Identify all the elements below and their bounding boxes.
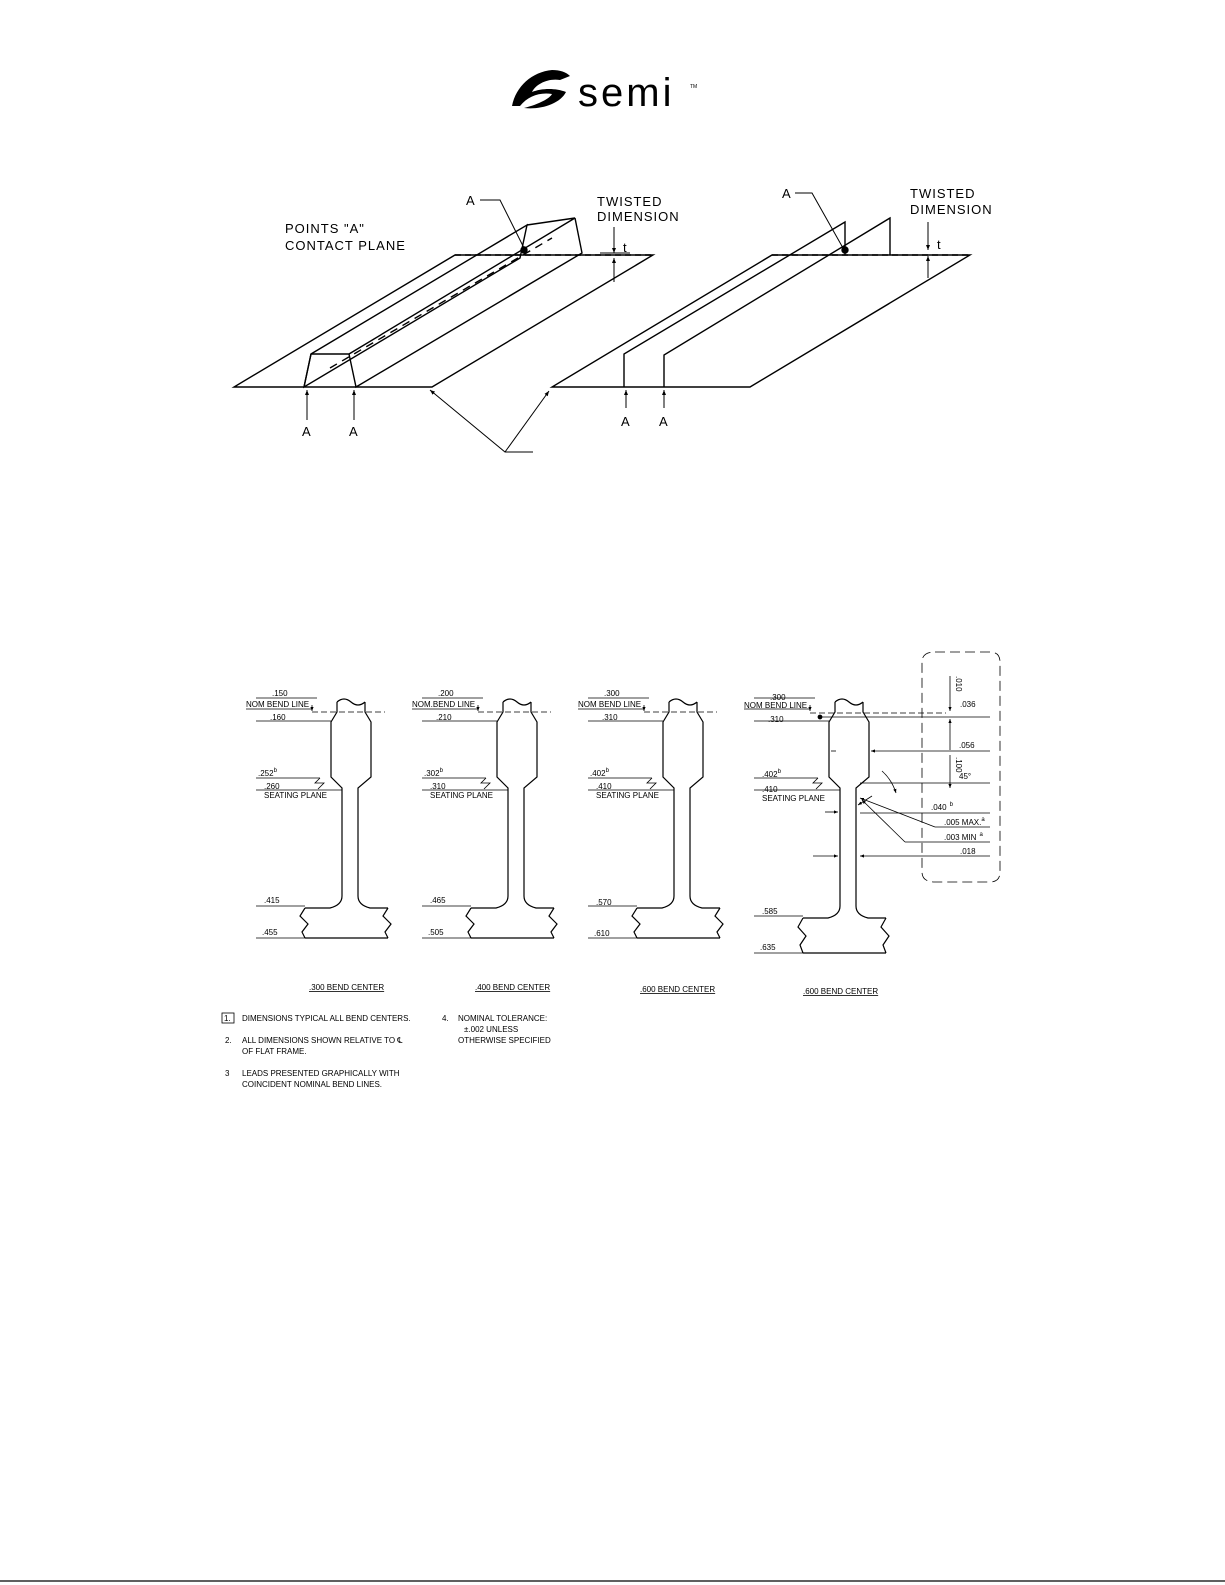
dim-text: .300 (604, 689, 620, 698)
lead-profile-300: .150 NOM BEND LINE .160 .252b .260 SEATI… (246, 689, 392, 992)
dim-text: .160 (270, 713, 286, 722)
note-number: 2. (225, 1036, 232, 1045)
twisted-dimension-figure (231, 192, 973, 453)
dim-018: .018 (960, 847, 976, 856)
t-label-left: t (623, 240, 628, 255)
t-label-right: t (937, 237, 942, 252)
note-text: OTHERWISE SPECIFIED (458, 1036, 551, 1045)
semi-logo: semi TM (512, 70, 697, 115)
dim-text: .455 (262, 928, 278, 937)
twisted-label-left-line2: DIMENSION (597, 209, 680, 224)
dim-text: .260 (264, 782, 280, 791)
dim-text: .402b (762, 769, 782, 779)
dim-005-max: .005 MAX.a (944, 817, 985, 827)
dim-text: .402b (590, 768, 610, 778)
dim-text: .310 (768, 715, 784, 724)
note-text: NOMINAL TOLERANCE: (458, 1014, 547, 1023)
dim-text: .210 (436, 713, 452, 722)
dim-056: .056 (959, 741, 975, 750)
bend-center-caption: .600 BEND CENTER (640, 985, 715, 994)
drawing-notes: 1. DIMENSIONS TYPICAL ALL BEND CENTERS. … (221, 1012, 551, 1089)
dim-text: .302b (424, 768, 444, 778)
top-figure-labels: POINTS "A" CONTACT PLANE TWISTED DIMENSI… (285, 186, 993, 439)
note-number: 3 (225, 1069, 230, 1078)
semi-logo-text: semi (578, 71, 674, 115)
seating-plane-label: SEATING PLANE (430, 791, 493, 800)
dim-text: .585 (762, 907, 778, 916)
nom-bend-line-label: NOM.BEND LINE (412, 700, 475, 709)
dim-text: .310 (602, 713, 618, 722)
seating-plane-label: SEATING PLANE (264, 791, 327, 800)
dim-010: .010 (954, 676, 963, 692)
dim-text: .415 (264, 896, 280, 905)
lead-profile-600b: .300 NOM BEND LINE .310 .402b .410 SEATI… (744, 651, 1001, 996)
note-text: ALL DIMENSIONS SHOWN RELATIVE TO ℄ (242, 1036, 403, 1045)
dim-text: .635 (760, 943, 776, 952)
dim-text: .252b (258, 768, 278, 778)
dim-text: .310 (430, 782, 446, 791)
note-number: 1. (224, 1014, 231, 1023)
contact-plane-label-line2: CONTACT PLANE (285, 238, 406, 253)
note-text: ±.002 UNLESS (464, 1025, 518, 1034)
dim-text: .610 (594, 929, 610, 938)
twisted-label-right-line2: DIMENSION (910, 202, 993, 217)
point-a-label: A (782, 186, 792, 201)
dim-text: .570 (596, 898, 612, 907)
note-number: 4. (442, 1014, 449, 1023)
point-a-label: A (466, 193, 476, 208)
note-text: DIMENSIONS TYPICAL ALL BEND CENTERS. (242, 1014, 411, 1023)
dim-text: .150 (272, 689, 288, 698)
seating-plane-label: SEATING PLANE (762, 794, 825, 803)
point-a-label: A (302, 424, 312, 439)
dim-text: .410 (762, 785, 778, 794)
nom-bend-line-label: NOM BEND LINE (744, 701, 807, 710)
dim-45-angle: 45° (959, 772, 971, 781)
bend-center-caption: .300 BEND CENTER (309, 983, 384, 992)
lead-profile-400: .200 NOM.BEND LINE .210 .302b .310 SEATI… (412, 689, 558, 992)
point-a-label: A (621, 414, 631, 429)
note-text: OF FLAT FRAME. (242, 1047, 307, 1056)
point-a-label: A (349, 424, 359, 439)
dim-text: .465 (430, 896, 446, 905)
bend-center-caption: .600 BEND CENTER (803, 987, 878, 996)
semi-logo-tm: TM (690, 84, 697, 90)
right-lead-isometric (549, 216, 973, 388)
dim-text: .410 (596, 782, 612, 791)
note-1-box (221, 1012, 235, 1024)
dim-text: .300 (770, 693, 786, 702)
lead-profile-600a: .300 NOM BEND LINE .310 .402b .410 SEATI… (578, 689, 724, 994)
contact-plane-label-line1: POINTS "A" (285, 221, 365, 236)
note-text: COINCIDENT NOMINAL BEND LINES. (242, 1080, 382, 1089)
note-text: LEADS PRESENTED GRAPHICALLY WITH (242, 1069, 400, 1078)
left-lead-isometric (231, 217, 656, 389)
twisted-label-left-line1: TWISTED (597, 194, 663, 209)
seating-plane-label: SEATING PLANE (596, 791, 659, 800)
dim-036: .036 (960, 700, 976, 709)
bend-center-caption: .400 BEND CENTER (475, 983, 550, 992)
dim-text: .200 (438, 689, 454, 698)
nom-bend-line-label: NOM BEND LINE (246, 700, 309, 709)
nom-bend-line-label: NOM BEND LINE (578, 700, 641, 709)
point-a-label: A (659, 414, 669, 429)
twisted-label-right-line1: TWISTED (910, 186, 976, 201)
dim-100: .100 (954, 757, 963, 773)
semi-swoosh-icon (512, 70, 570, 109)
dim-text: .505 (428, 928, 444, 937)
